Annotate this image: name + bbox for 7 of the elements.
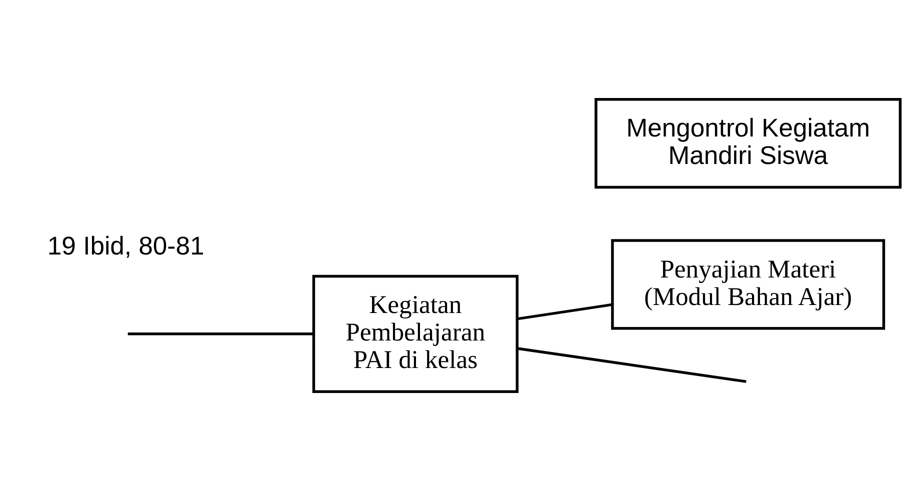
connector (518, 302, 613, 320)
node-box: Mengontrol Kegiatam Mandiri Siswa (594, 97, 902, 188)
label: 19 Ibid, 80-81 (47, 232, 204, 260)
connector (518, 346, 746, 382)
connector (128, 332, 313, 335)
node-box: Kegiatan Pembelajaran PAI di kelas (312, 274, 519, 393)
node-box: Penyajian Materi (Modul Bahan Ajar) (611, 238, 886, 330)
